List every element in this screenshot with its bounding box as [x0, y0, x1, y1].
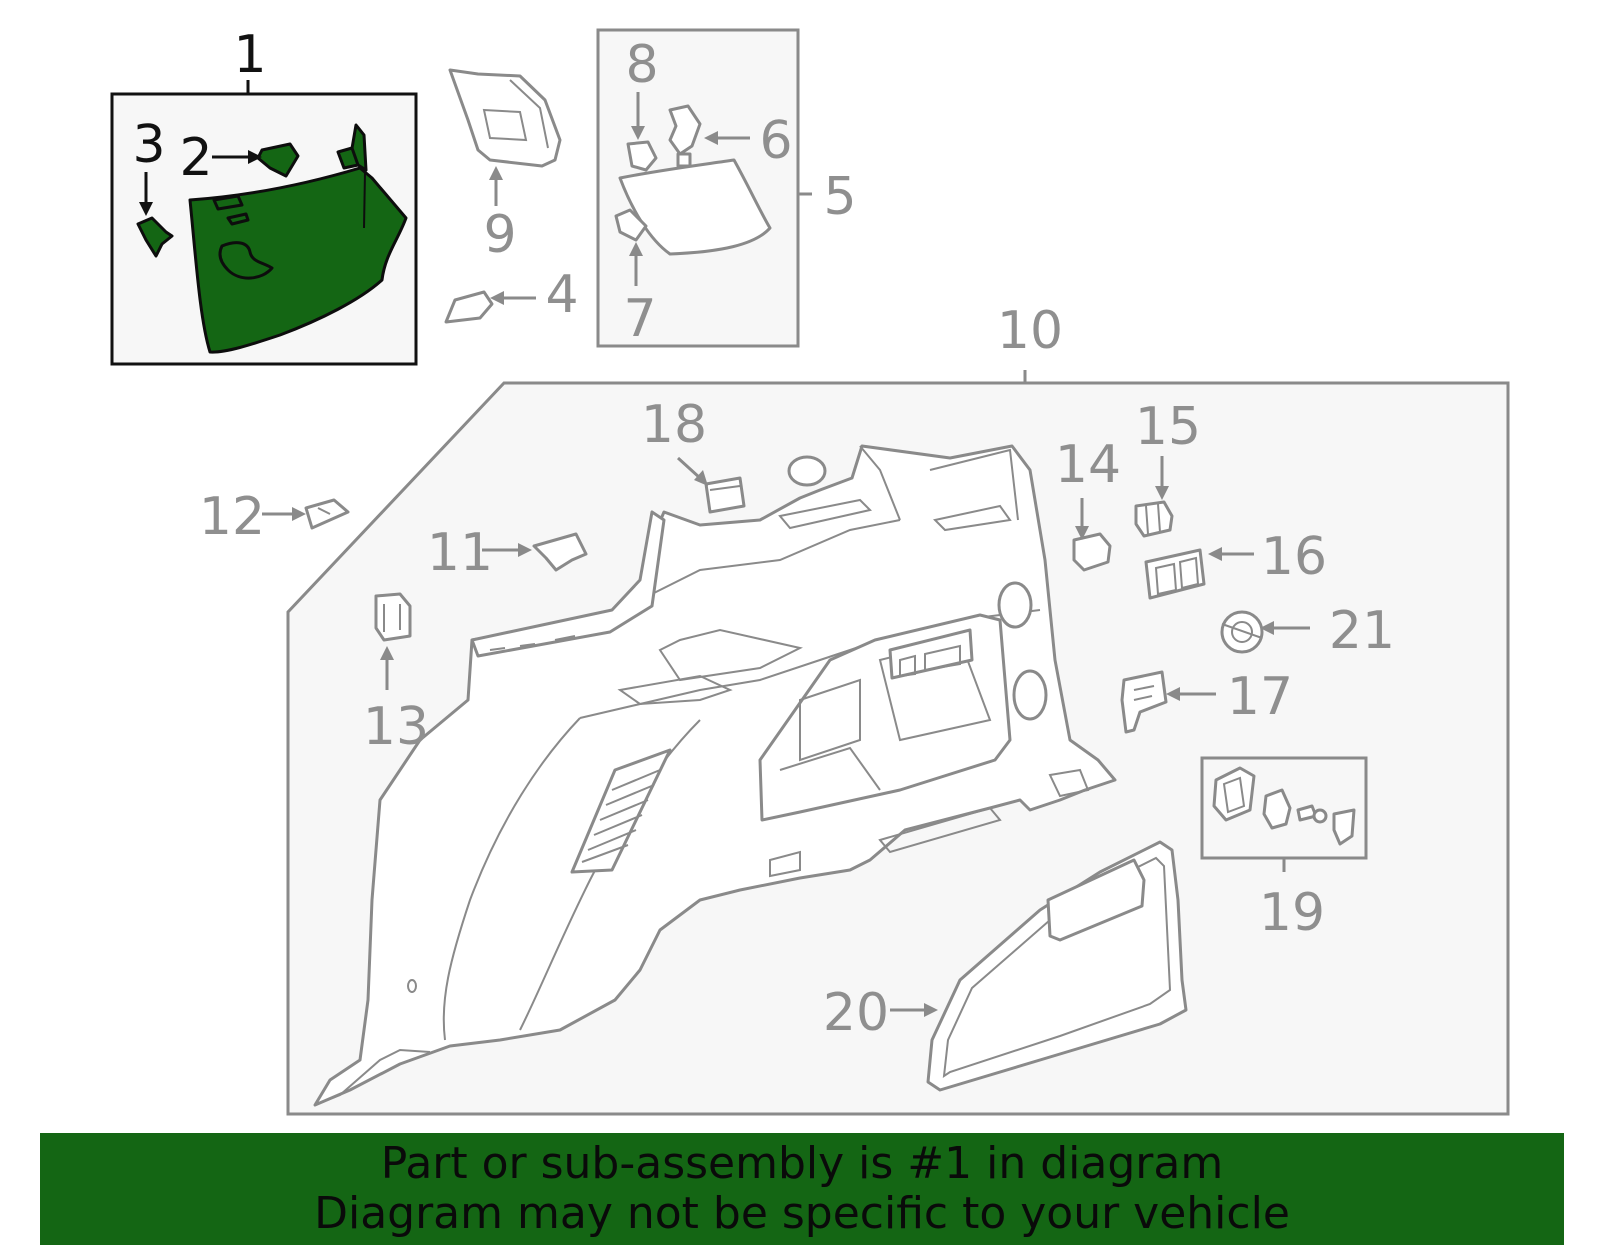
- callout-8[interactable]: 8: [625, 35, 658, 95]
- quarter-trim-panel-10[interactable]: [313, 444, 1117, 1107]
- info-banner: Part or sub-assembly is #1 in diagram Di…: [40, 1133, 1564, 1245]
- callout-16[interactable]: 16: [1261, 527, 1327, 587]
- callout-11[interactable]: 11: [427, 523, 493, 583]
- fastener-21[interactable]: [1220, 610, 1264, 654]
- parts-diagram: 1 2 3 9 4 8 6 5 7: [110, 25, 1510, 1116]
- part-9-group[interactable]: 9: [448, 68, 562, 265]
- clip-11[interactable]: [532, 532, 588, 572]
- callout-7[interactable]: 7: [623, 289, 656, 349]
- callout-9[interactable]: 9: [483, 205, 516, 265]
- assembly-5-group[interactable]: 8 6 5 7: [596, 28, 857, 349]
- clip-4[interactable]: [444, 290, 494, 324]
- assembly-10-group[interactable]: 10: [286, 301, 1510, 1116]
- callout-21[interactable]: 21: [1329, 601, 1395, 661]
- callout-17[interactable]: 17: [1227, 667, 1293, 727]
- clip-14[interactable]: [1072, 532, 1112, 572]
- clip-7[interactable]: [614, 208, 648, 242]
- part-4-group[interactable]: 4: [444, 265, 579, 325]
- callout-13[interactable]: 13: [363, 697, 429, 757]
- clip-8[interactable]: [626, 140, 658, 172]
- part-12-group[interactable]: 12: [199, 487, 350, 547]
- callout-18[interactable]: 18: [641, 395, 707, 455]
- callout-12[interactable]: 12: [199, 487, 265, 547]
- callout-5[interactable]: 5: [823, 167, 856, 227]
- callout-14[interactable]: 14: [1055, 435, 1121, 495]
- clip-15[interactable]: [1134, 500, 1174, 538]
- trim-panel-5[interactable]: [618, 158, 772, 256]
- clip-18[interactable]: [704, 476, 746, 514]
- clip-13[interactable]: [374, 592, 412, 642]
- assembly-1-group[interactable]: 1 2 3: [110, 25, 418, 366]
- clip-6[interactable]: [668, 104, 702, 156]
- clip-3[interactable]: [136, 216, 174, 258]
- clip-17[interactable]: [1120, 670, 1168, 734]
- callout-1[interactable]: 1: [233, 25, 266, 85]
- clip-12[interactable]: [304, 498, 350, 530]
- callout-4[interactable]: 4: [545, 265, 578, 325]
- callout-10[interactable]: 10: [997, 301, 1063, 361]
- callout-2[interactable]: 2: [179, 128, 212, 188]
- trim-panel-9[interactable]: [448, 68, 562, 168]
- assembly-19-group[interactable]: 19: [1200, 756, 1368, 943]
- callout-19[interactable]: 19: [1259, 883, 1325, 943]
- banner-line-2: Diagram may not be specific to your vehi…: [314, 1188, 1290, 1239]
- callout-3[interactable]: 3: [132, 115, 165, 175]
- banner-line-1: Part or sub-assembly is #1 in diagram: [380, 1138, 1224, 1189]
- callout-20[interactable]: 20: [823, 983, 889, 1043]
- callout-6[interactable]: 6: [759, 111, 792, 171]
- callout-15[interactable]: 15: [1135, 397, 1201, 457]
